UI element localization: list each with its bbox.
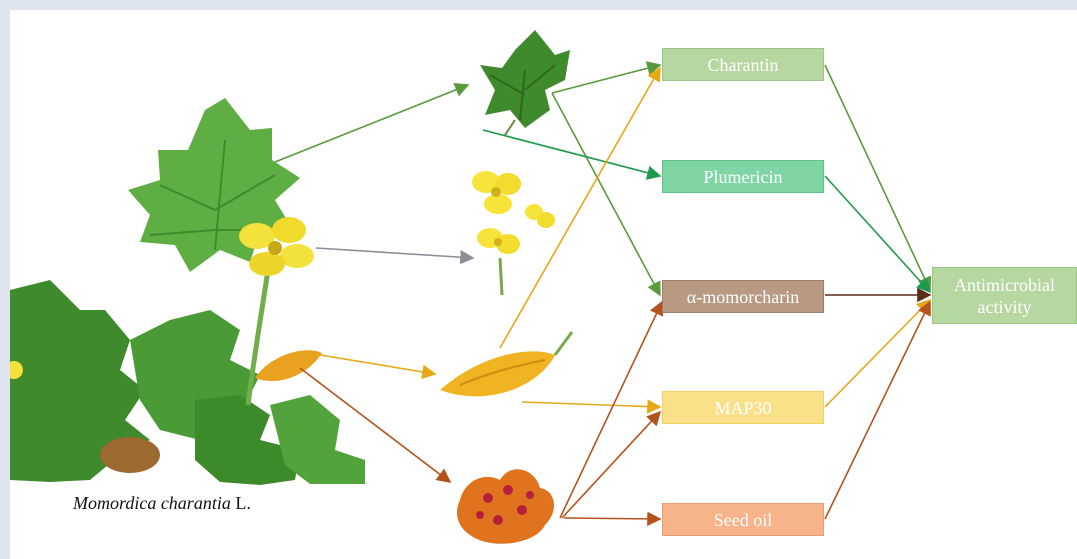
arrow-leaf-to-charantin (552, 65, 660, 93)
plant-stem (248, 270, 268, 405)
compound-label-charantin: Charantin (708, 54, 779, 76)
compound-box-plumericin: Plumericin (662, 160, 824, 193)
compound-label-plumericin: Plumericin (704, 166, 783, 188)
arrow-leaf-to-momorcharin (552, 93, 660, 295)
arrow-map30-to-outcome (825, 300, 930, 407)
compound-box-map30: MAP30 (662, 391, 824, 424)
arrow-seed-to-momorcharin (560, 302, 662, 518)
flower-image (472, 171, 555, 295)
arrow-fruit-to-map30 (522, 402, 660, 407)
arrow-seed-oil-to-outcome (825, 302, 930, 519)
arrow-seed-to-seed-oil (564, 518, 660, 519)
diagram-canvas: Charantin Plumericin α-momorcharin MAP30… (10, 10, 1077, 559)
outcome-box-antimicrobial-activity: Antimicrobial activity (932, 267, 1077, 324)
outcome-label-line2: activity (978, 296, 1032, 318)
compound-box-seed-oil: Seed oil (662, 503, 824, 536)
compound-label-momorcharin: α-momorcharin (687, 286, 799, 308)
arrow-charantin-to-outcome (825, 65, 930, 290)
diagram-artwork (10, 10, 1077, 559)
seed-image (457, 469, 554, 543)
compound-label-map30: MAP30 (714, 397, 771, 419)
leaf-image (480, 30, 570, 135)
compound-label-seed-oil: Seed oil (714, 509, 773, 531)
species-name: Momordica charantia (73, 493, 231, 513)
arrow-plant-to-leaf (275, 85, 468, 162)
species-caption: Momordica charantia L. (73, 493, 251, 514)
species-authority: L. (235, 493, 251, 513)
arrow-plant-to-fruit (308, 353, 435, 374)
plant-flower (239, 217, 314, 276)
arrow-seed-to-map30 (562, 412, 660, 518)
arrow-plumericin-to-outcome (825, 176, 930, 292)
fruit-image (440, 332, 572, 396)
compound-box-momorcharin: α-momorcharin (662, 280, 824, 313)
whole-plant-illustration (10, 98, 365, 485)
compound-box-charantin: Charantin (662, 48, 824, 81)
arrow-plant-to-flower (316, 248, 473, 258)
outcome-label-line1: Antimicrobial (954, 274, 1055, 296)
plant-brown-fruit (100, 437, 160, 473)
arrows (275, 65, 930, 519)
arrow-leaf-to-plumericin (483, 130, 660, 176)
